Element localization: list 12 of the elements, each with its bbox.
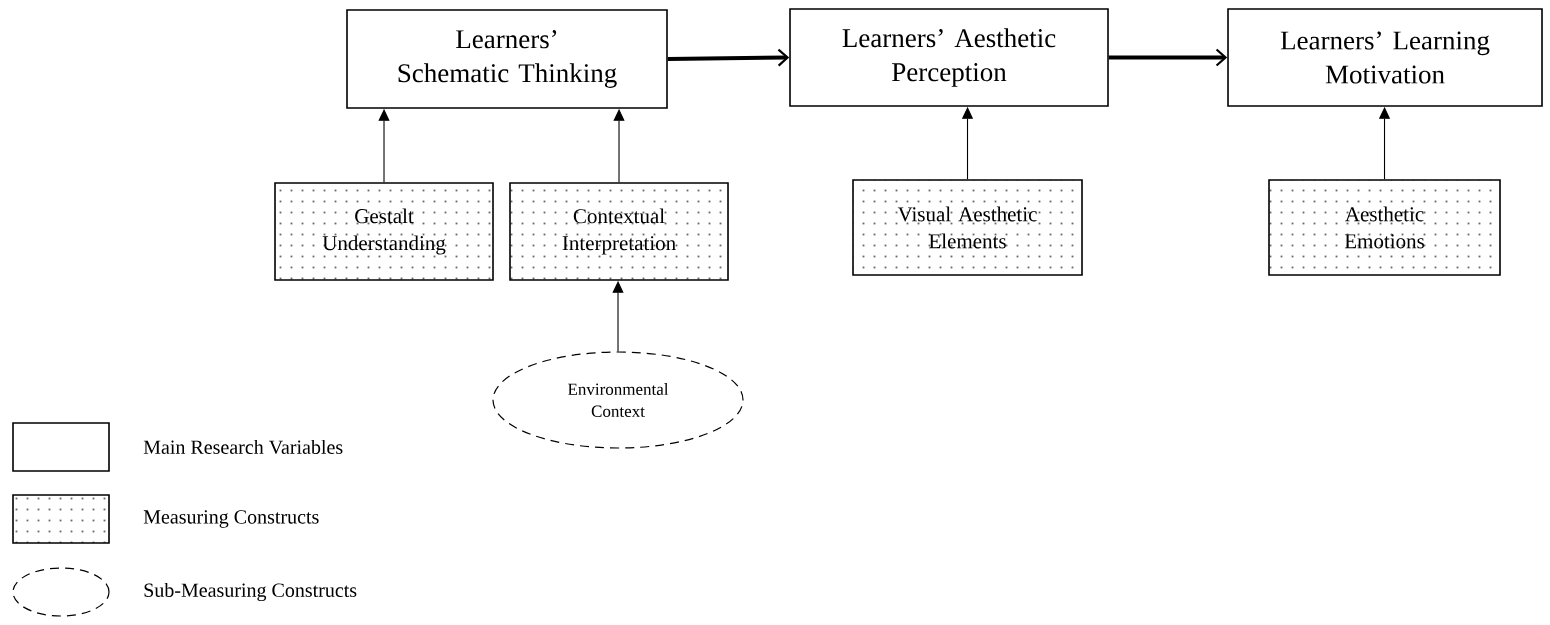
legend-label: Main Research Variables [143, 439, 343, 455]
arrow [1108, 48, 1228, 67]
legend-label: Measuring Constructs [143, 510, 319, 528]
construct-box: Aesthetic Emotions [1268, 179, 1501, 276]
construct-box: Contextual Interpretation [509, 182, 729, 281]
legend-label: Sub-Measuring Constructs [144, 582, 357, 602]
construct-box: Gestalt Understanding [274, 182, 494, 281]
variable-box: Learners’ Learning Motivation [1227, 8, 1543, 107]
construct-box: Visual Aesthetic Elements [852, 179, 1083, 276]
arrow [667, 48, 790, 67]
variable-box: Learners’ Aesthetic Perception [789, 8, 1109, 107]
variable-box: Learners’ Schematic Thinking [346, 9, 668, 109]
